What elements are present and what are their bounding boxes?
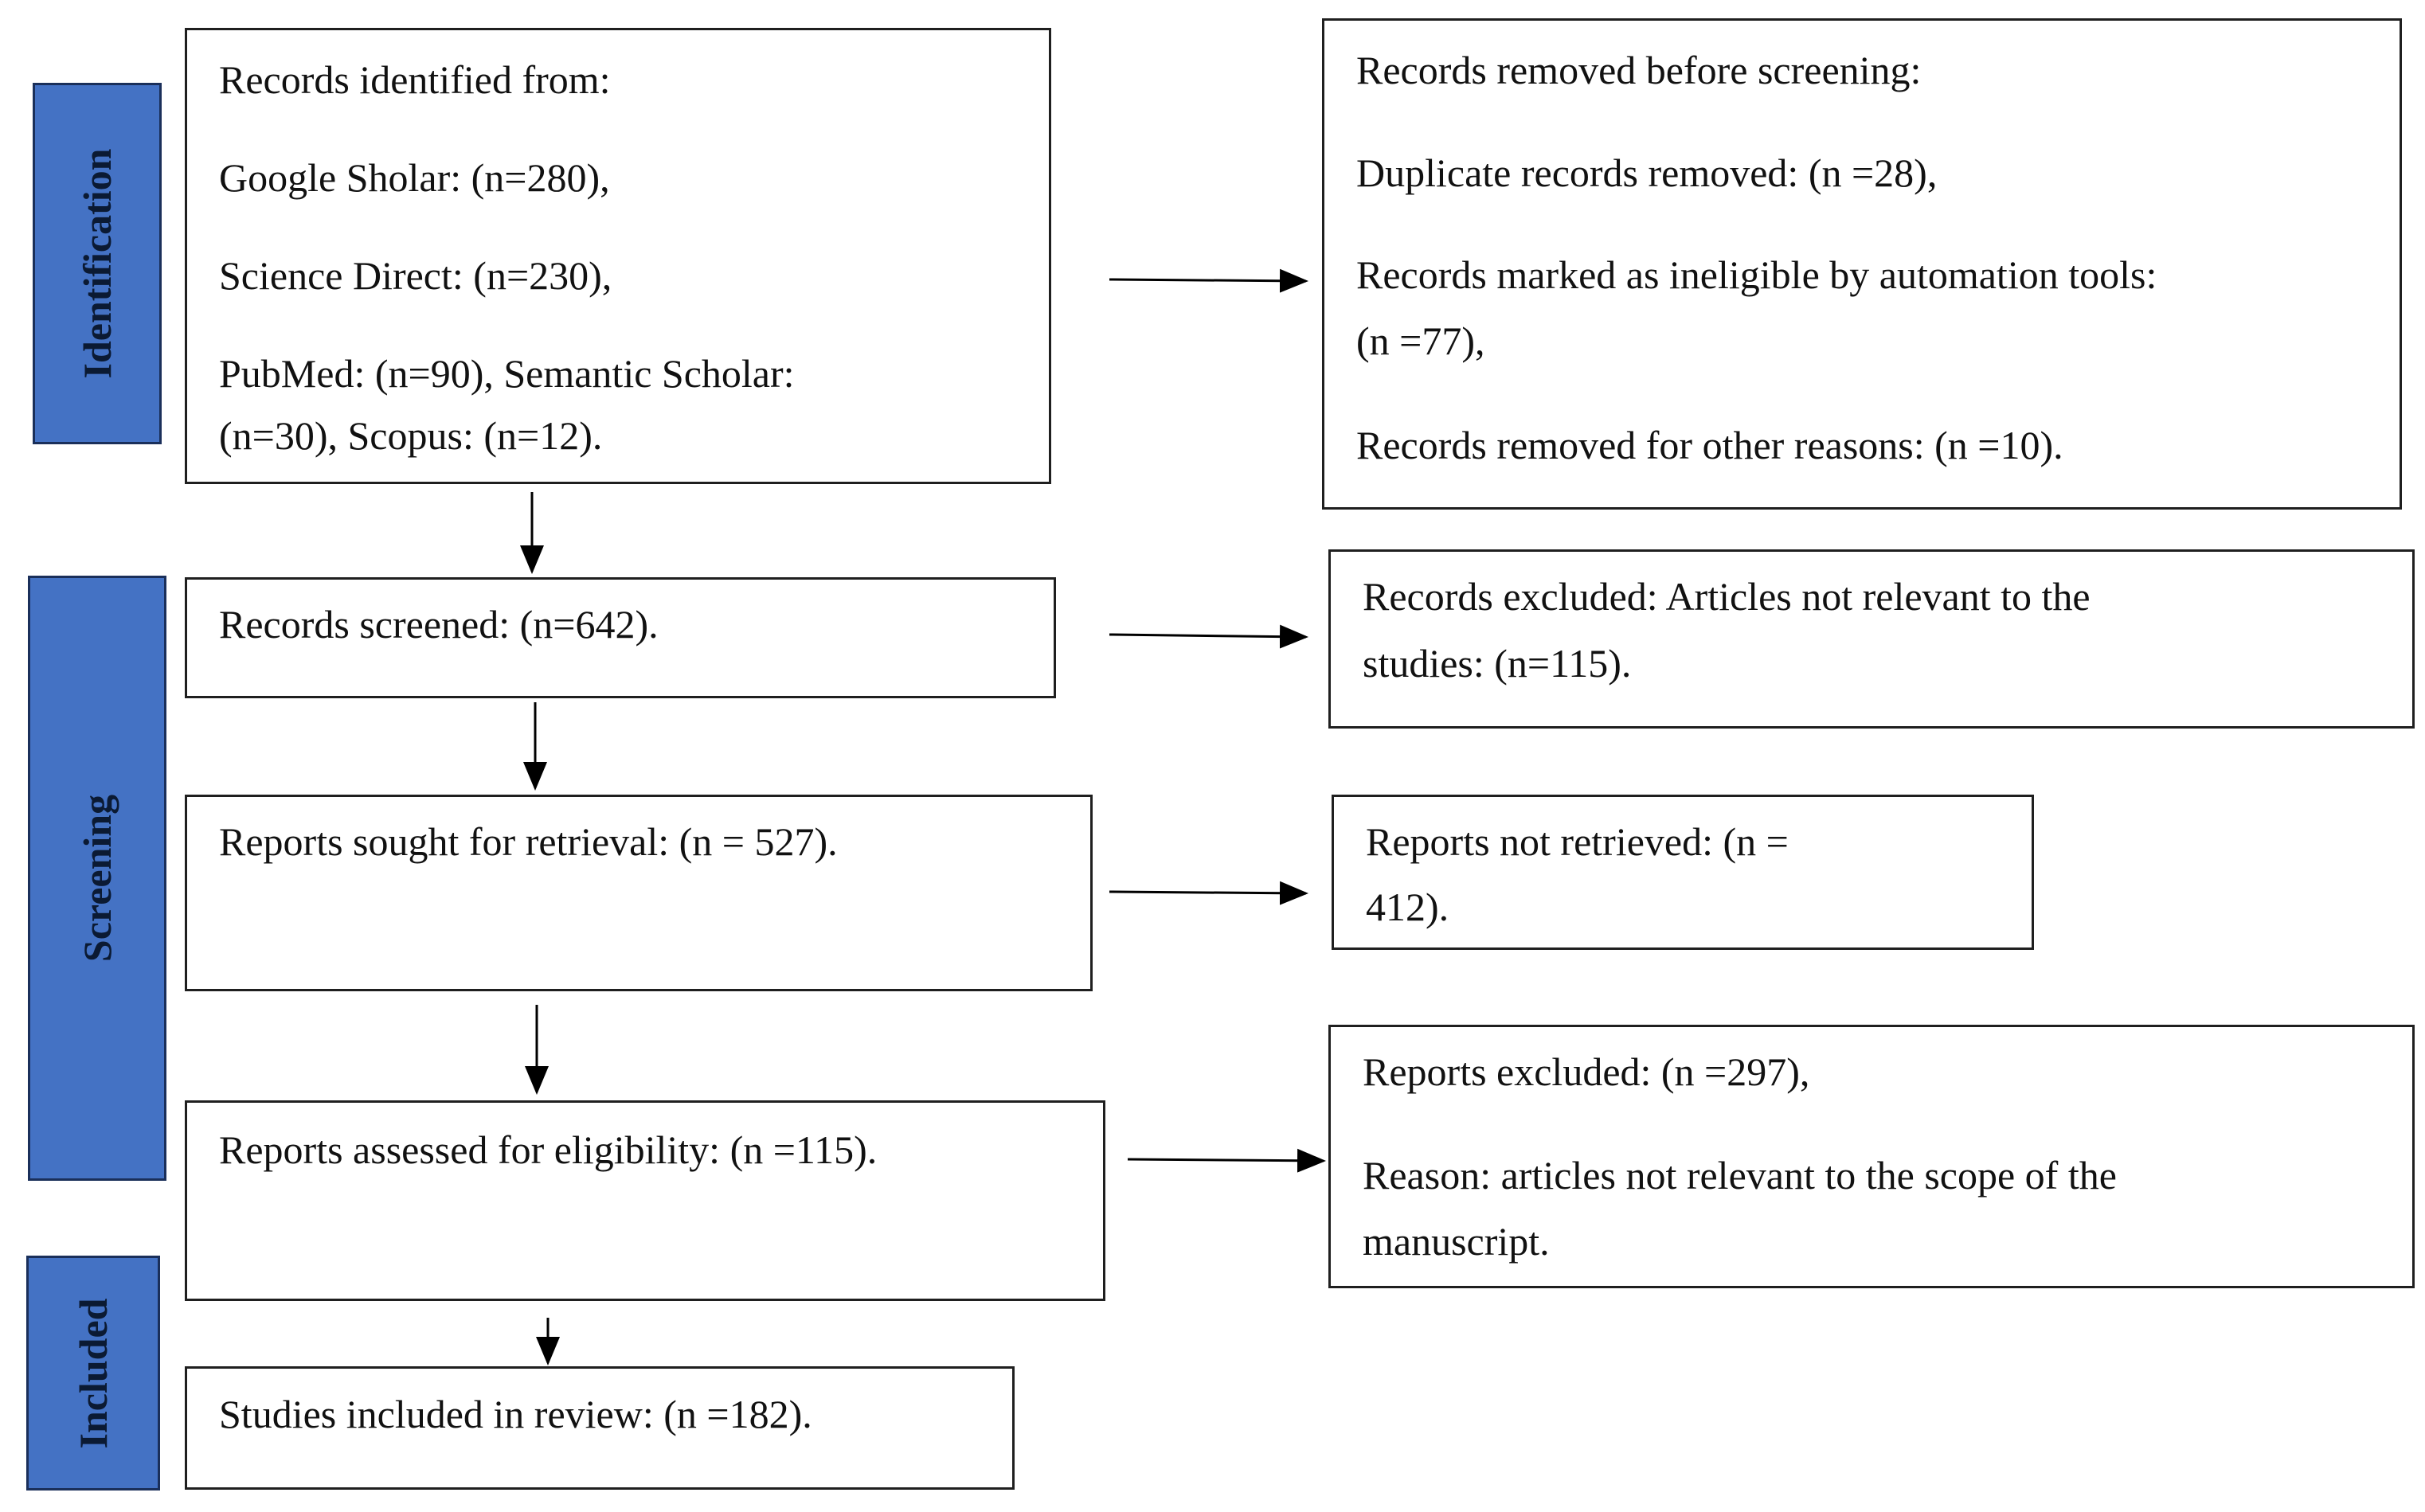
reports-sought-box: Reports sought for retrieval: (n = 527). (185, 795, 1093, 991)
automation-ineligible-line2: (n =77), (1356, 318, 1485, 363)
studies-included-text: Studies included in review: (n =182). (219, 1392, 812, 1436)
records-removed-box: Records removed before screening: Duplic… (1322, 18, 2402, 510)
stage-screening: Screening (28, 576, 166, 1181)
pubmed-semantic-count: PubMed: (n=90), Semantic Scholar: (219, 351, 795, 396)
records-excluded-box: Records excluded: Articles not relevant … (1328, 549, 2415, 729)
records-screened-box: Records screened: (n=642). (185, 577, 1056, 698)
google-scholar-count: Google Sholar: (n=280), (219, 155, 610, 200)
reports-excluded-box: Reports excluded: (n =297), Reason: arti… (1328, 1025, 2415, 1288)
reports-not-retrieved-line1: Reports not retrieved: (n = (1366, 819, 1789, 864)
records-excluded-line1: Records excluded: Articles not relevant … (1363, 574, 2091, 619)
arrow-assessed-to-reports-excluded (1127, 1148, 1326, 1173)
automation-ineligible-line1: Records marked as ineligible by automati… (1356, 252, 2157, 297)
reports-excluded-count: Reports excluded: (n =297), (1363, 1049, 1810, 1094)
reports-sought-text: Reports sought for retrieval: (n = 527). (219, 819, 838, 864)
semantic-scopus-count: (n=30), Scopus: (n=12). (219, 413, 603, 458)
studies-included-box: Studies included in review: (n =182). (185, 1366, 1015, 1490)
reports-excluded-reason-line2: manuscript. (1363, 1219, 1550, 1264)
other-reasons-count: Records removed for other reasons: (n =1… (1356, 423, 2063, 467)
duplicate-records-count: Duplicate records removed: (n =28), (1356, 150, 1938, 195)
reports-not-retrieved-box: Reports not retrieved: (n = 412). (1332, 795, 2034, 950)
reports-assessed-text: Reports assessed for eligibility: (n =11… (219, 1127, 878, 1172)
stage-identification: Identification (33, 83, 162, 444)
science-direct-count: Science Direct: (n=230), (219, 253, 612, 298)
reports-assessed-box: Reports assessed for eligibility: (n =11… (185, 1100, 1105, 1301)
records-excluded-line2: studies: (n=115). (1363, 641, 1632, 686)
stage-included: Included (26, 1256, 160, 1491)
records-screened-text: Records screened: (n=642). (219, 602, 659, 647)
reports-not-retrieved-line2: 412). (1366, 885, 1449, 929)
arrow-screened-to-excluded (1109, 624, 1308, 649)
reports-excluded-reason-line1: Reason: articles not relevant to the sco… (1363, 1153, 2117, 1197)
records-identified-box: Records identified from: Google Sholar: … (185, 28, 1051, 484)
arrow-sought-to-not-retrieved (1109, 881, 1308, 905)
records-identified-header: Records identified from: (219, 57, 611, 102)
records-removed-header: Records removed before screening: (1356, 48, 1922, 92)
arrow-identified-to-removed (1109, 268, 1308, 293)
